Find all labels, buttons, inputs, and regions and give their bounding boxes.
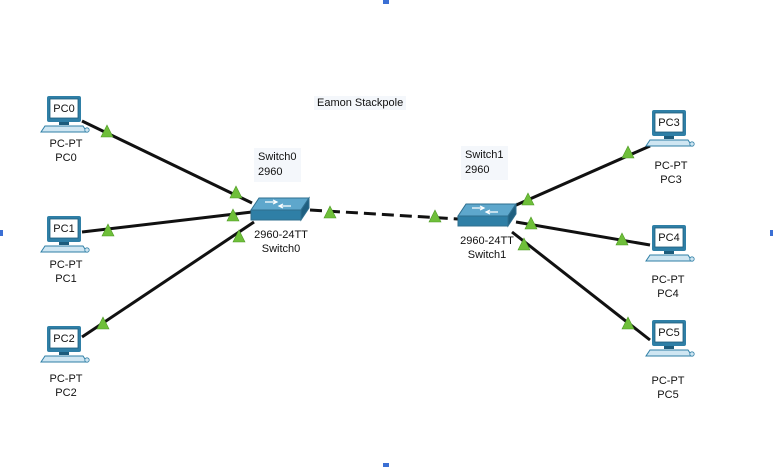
switch0-device[interactable] (250, 197, 310, 221)
pc1-model: PC-PT (49, 259, 83, 271)
pc2-model: PC-PT (49, 373, 83, 385)
pc2-device[interactable]: PC2 (40, 325, 90, 363)
link-status-indicator (229, 185, 243, 199)
pc2-screen-label: PC2 (53, 333, 74, 345)
pc2-label: PC-PT PC2 (44, 372, 88, 400)
selection-handle-right[interactable] (770, 230, 773, 236)
switch0-model: 2960-24TT (254, 229, 308, 241)
switch1-note-name: Switch1 (465, 149, 504, 161)
selection-handle-top[interactable] (383, 0, 389, 4)
pc0-screen-label: PC0 (53, 103, 74, 115)
switch0-note-name: Switch0 (258, 151, 297, 163)
pc4-device[interactable]: PC4 (645, 224, 695, 262)
link-pc2-switch0[interactable] (81, 220, 255, 339)
pc1-device[interactable]: PC1 (40, 215, 90, 253)
link-status-indicator (428, 209, 442, 223)
link-switch1-pc4[interactable] (515, 220, 651, 247)
link-status-indicator (96, 316, 110, 330)
pc1-name: PC1 (55, 273, 77, 285)
pc5-name: PC5 (657, 389, 679, 401)
switch0-label: 2960-24TT Switch0 (248, 228, 314, 256)
pc3-device[interactable]: PC3 (645, 109, 695, 147)
link-switch0-switch1[interactable] (309, 208, 459, 221)
pc4-model: PC-PT (651, 274, 685, 286)
link-status-indicator (101, 223, 115, 237)
link-status-indicator (521, 192, 535, 206)
pc5-screen-label: PC5 (658, 327, 679, 339)
switch1-device[interactable] (457, 203, 517, 227)
link-status-indicator (323, 205, 337, 219)
pc5-model: PC-PT (651, 375, 685, 387)
pc4-screen-label: PC4 (658, 232, 679, 244)
selection-handle-bottom[interactable] (383, 463, 389, 467)
pc1-label: PC-PT PC1 (44, 258, 88, 286)
link-status-indicator (517, 237, 531, 251)
link-status-indicator (100, 124, 114, 138)
pc0-name: PC0 (55, 152, 77, 164)
pc2-name: PC2 (55, 387, 77, 399)
pc4-name: PC4 (657, 288, 679, 300)
pc1-screen-label: PC1 (53, 223, 74, 235)
pc3-model: PC-PT (654, 160, 688, 172)
pc3-screen-label: PC3 (658, 117, 679, 129)
switch0-name: Switch0 (261, 243, 301, 255)
pc3-label: PC-PT PC3 (649, 159, 693, 187)
switch0-note-model: 2960 (258, 166, 283, 178)
pc3-name: PC3 (660, 174, 682, 186)
link-status-indicator (615, 232, 629, 246)
link-status-indicator (232, 229, 246, 243)
link-status-indicator (226, 208, 240, 222)
annotation-note[interactable]: Eamon Stackpole (314, 96, 407, 110)
switch-icon (457, 203, 517, 227)
switch1-note[interactable]: Switch1 2960 (461, 146, 508, 180)
pc5-device[interactable]: PC5 (645, 319, 695, 357)
pc0-label: PC-PT PC0 (44, 137, 88, 165)
pc4-label: PC-PT PC4 (646, 273, 690, 301)
selection-handle-left[interactable] (0, 230, 3, 236)
switch-icon (250, 197, 310, 221)
switch1-name: Switch1 (467, 249, 507, 261)
pc5-label: PC-PT PC5 (646, 374, 690, 402)
pc0-device[interactable]: PC0 (40, 95, 90, 133)
switch1-label: 2960-24TT Switch1 (454, 234, 520, 262)
link-status-indicator (621, 316, 635, 330)
pc0-model: PC-PT (49, 138, 83, 150)
switch1-note-model: 2960 (465, 164, 490, 176)
link-status-indicator (524, 216, 538, 230)
link-status-indicator (621, 145, 635, 159)
switch0-note[interactable]: Switch0 2960 (254, 148, 301, 182)
switch1-model: 2960-24TT (460, 235, 514, 247)
